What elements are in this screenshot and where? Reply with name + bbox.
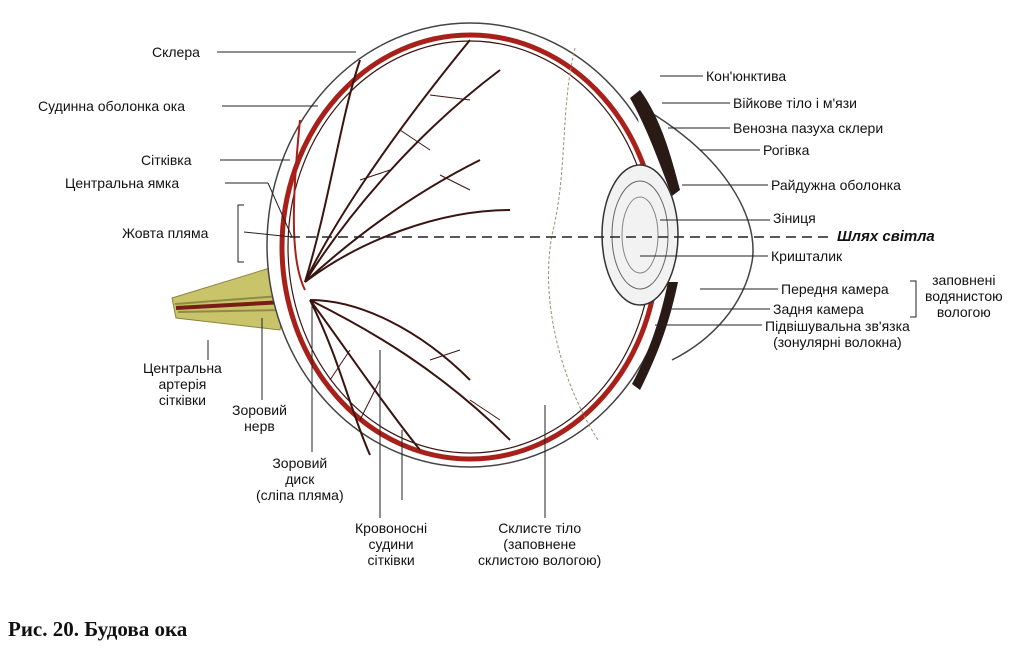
retinal-vessel-branches [329,94,501,421]
label-lens: Кришталик [771,248,843,264]
vitreous-boundary [548,47,599,441]
label-macula: Жовта пляма [122,225,209,241]
lens-ring [621,196,659,274]
label-optic-nerve: Зоровий нерв [232,402,287,434]
label-zonular-fibers: Підвішувальна зв'язка (зонулярні волокна… [765,318,910,350]
lens-ring [611,180,669,290]
label-iris: Райдужна оболонка [771,177,901,193]
label-retinal-vessels: Кровоносні судини сітківки [355,520,428,568]
optic-nerve-shape [171,267,289,331]
label-posterior-chamber: Задня камера [773,301,864,317]
label-light-path: Шлях світла [837,228,935,245]
eye-diagram [171,22,917,518]
label-sclera: Склера [152,44,200,60]
label-cornea: Рогівка [763,142,810,158]
label-choroid: Судинна оболонка ока [38,98,186,114]
label-retina: Сітківка [141,152,192,168]
label-central-artery: Центральна артерія сітківки [143,360,222,408]
iris-lower-shape [632,282,678,390]
label-fovea: Центральна ямка [65,175,180,191]
figure-caption: Рис. 20. Будова ока [8,617,188,641]
lens-shape [601,164,679,306]
label-anterior-chamber: Передня камера [781,281,889,297]
label-optic-disc: Зоровий диск (сліпа пляма) [256,455,344,503]
label-pupil: Зіниця [773,210,816,226]
label-venous-sinus: Венозна пазуха склери [733,120,884,136]
label-filled-aqueous: заповнені водянистою вологою [925,272,1003,320]
leader-lines [207,51,917,518]
retinal-vessels-shape [292,39,511,456]
label-conjunctiva: Кон'юнктива [706,68,787,84]
ciliary-body-shape [630,90,680,196]
label-ciliary-body: Війкове тіло і м'язи [733,95,857,111]
label-vitreous: Склисте тіло (заповнене склистою вологою… [478,520,602,568]
